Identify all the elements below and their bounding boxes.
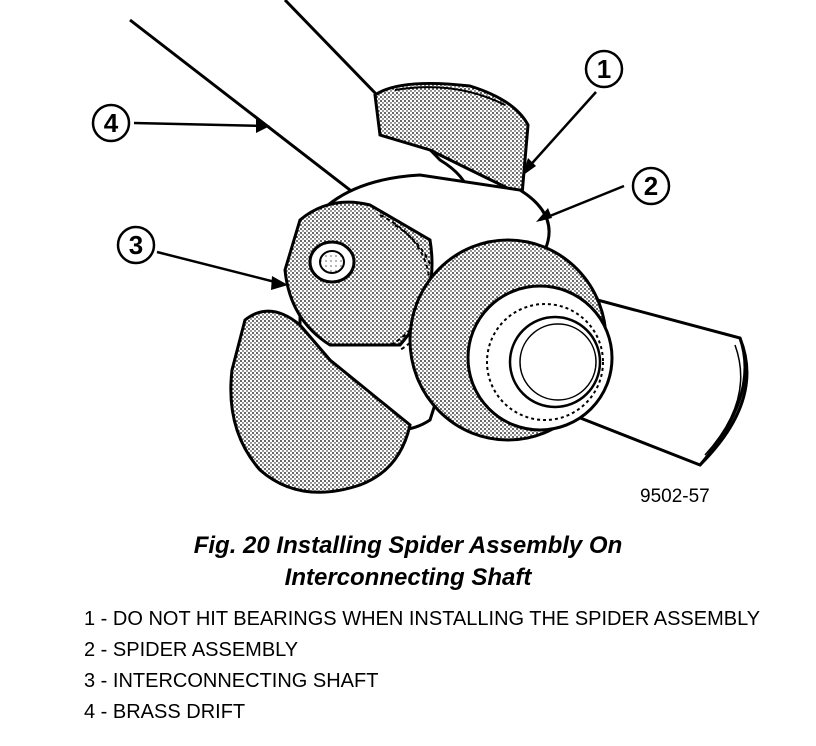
callout-4-label: 4 — [104, 108, 119, 138]
upper-bearing-cap — [373, 81, 530, 198]
figure-number: 9502-57 — [640, 486, 710, 507]
legend-item-2: 2 - SPIDER ASSEMBLY — [84, 639, 299, 661]
callout-3: 3 — [116, 225, 156, 265]
callout-2-label: 2 — [644, 171, 658, 201]
right-bearing-cap — [408, 238, 614, 442]
callout-2: 2 — [631, 166, 671, 206]
legend-list: 1 - DO NOT HIT BEARINGS WHEN INSTALLING … — [84, 608, 784, 732]
caption-line-1: Fig. 20 Installing Spider Assembly On — [193, 532, 623, 559]
callout-4: 4 — [91, 103, 131, 143]
legend-item-4: 4 - BRASS DRIFT — [84, 701, 246, 723]
legend-item-1: 1 - DO NOT HIT BEARINGS WHEN INSTALLING … — [84, 608, 761, 630]
lower-bearing-cap — [229, 309, 412, 494]
callout-3-label: 3 — [129, 230, 143, 260]
figure-caption: Fig. 20 Installing Spider Assembly On In… — [0, 530, 816, 594]
callout-1-label: 1 — [597, 54, 611, 84]
legend-item-3: 3 - INTERCONNECTING SHAFT — [84, 670, 379, 692]
leader-arrowheads — [256, 119, 552, 290]
caption-line-2: Interconnecting Shaft — [284, 564, 532, 591]
spider-assembly-illustration: 1 2 3 4 9502-57 — [91, 0, 749, 507]
leader-lines — [133, 91, 625, 286]
callout-1: 1 — [584, 49, 624, 89]
